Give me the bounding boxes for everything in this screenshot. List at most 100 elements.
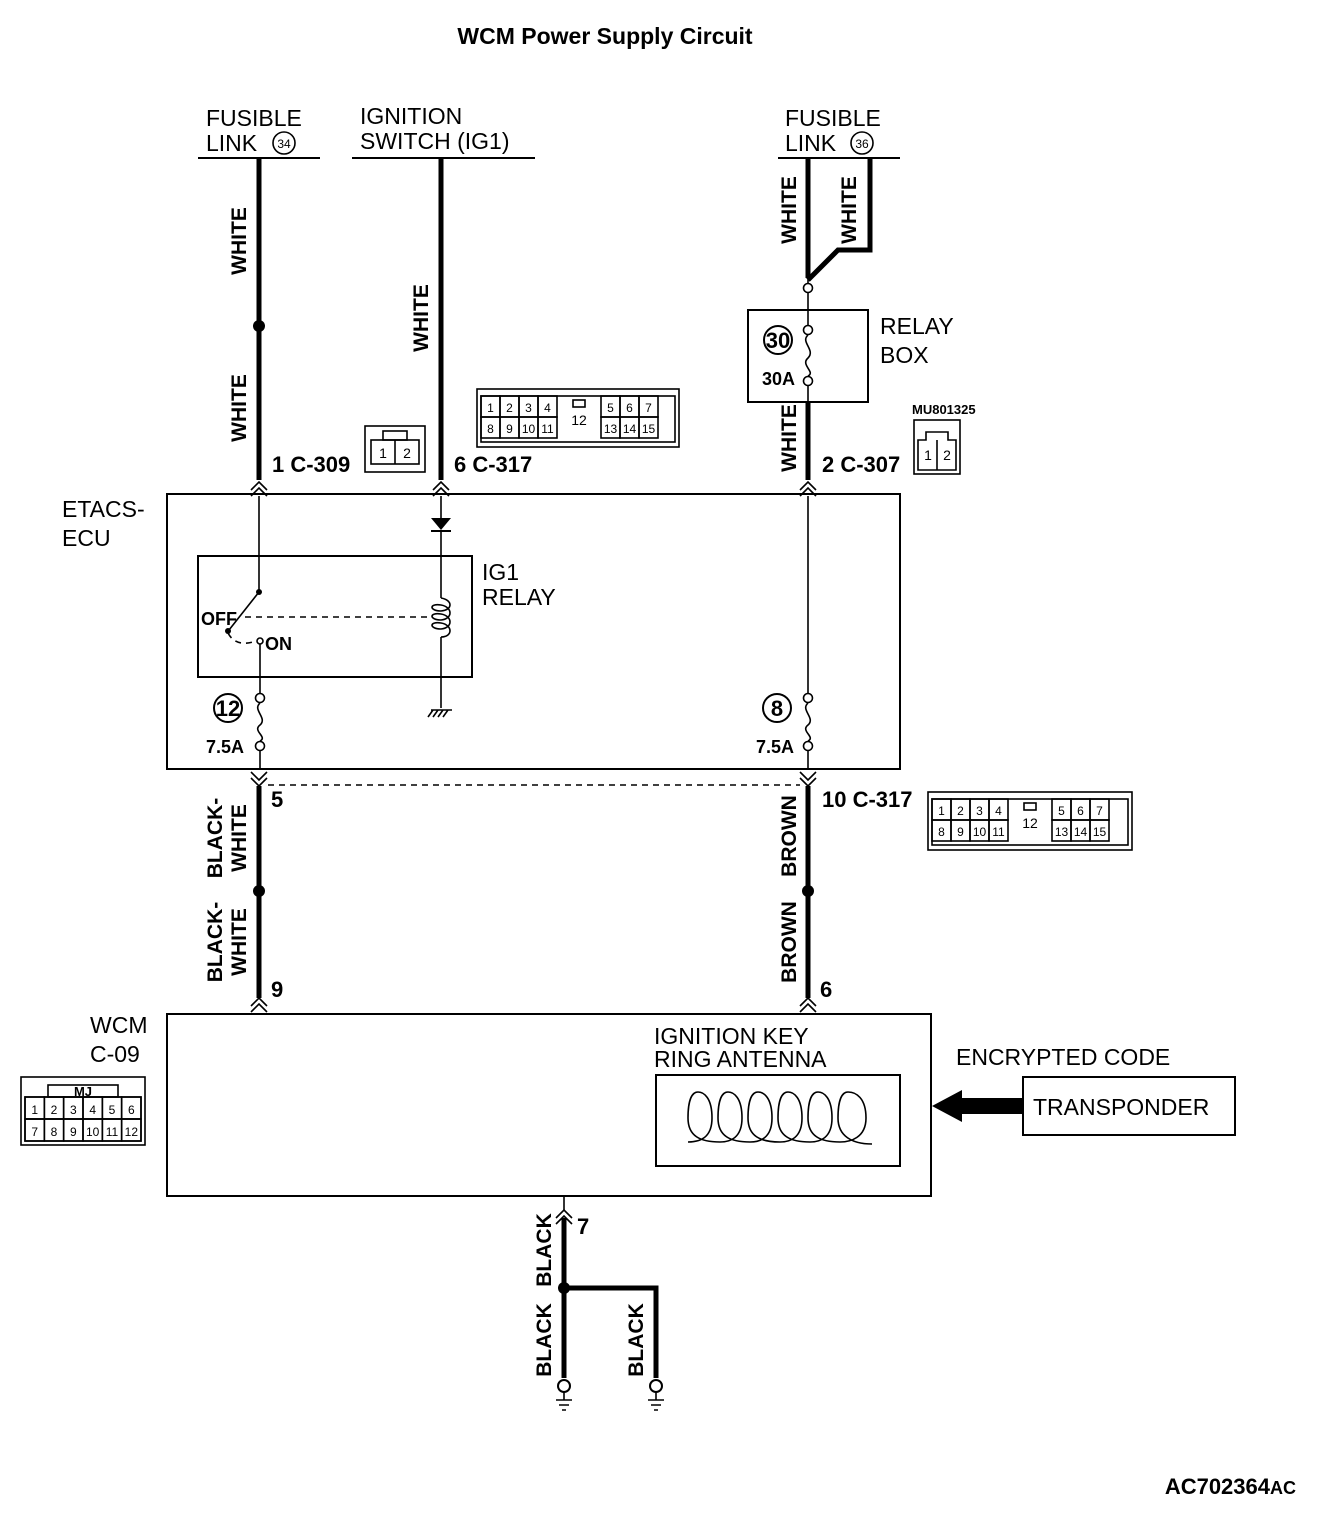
fusible-link-34-source: FUSIBLE LINK 34 xyxy=(198,105,320,159)
fusible-link-34-number: 34 xyxy=(277,137,291,151)
c317-pin-5: 5 xyxy=(607,401,614,415)
connector-icon-c307: 1 2 xyxy=(913,419,961,475)
wire-white-right-upper xyxy=(805,158,873,282)
wire-label-black-white-lower-2: WHITE xyxy=(228,908,251,976)
diagram-title: WCM Power Supply Circuit xyxy=(457,23,753,49)
connector-label-c307: 2 C-307 xyxy=(822,452,900,477)
etacs-ecu-label-line2: ECU xyxy=(62,525,111,551)
c307-pin-2: 2 xyxy=(943,447,951,463)
wcm-c09-pin-3: 3 xyxy=(70,1103,77,1117)
c317-latch xyxy=(572,399,586,408)
wcm-outline xyxy=(166,1013,932,1197)
fusible-link-34-number-circle xyxy=(272,131,296,155)
connector-label-pin7: 7 xyxy=(577,1214,589,1239)
wcm-c09-pin-4: 4 xyxy=(89,1103,96,1117)
part-code: MU801325 xyxy=(912,402,976,417)
antenna-label-line2: RING ANTENNA xyxy=(654,1046,827,1072)
figure-code: AC702364AC xyxy=(1165,1474,1296,1499)
wire-ignition-switch: WHITE xyxy=(410,158,444,480)
ig1-relay-coil xyxy=(431,597,451,638)
wire-fusible-link-34: WHITE WHITE xyxy=(228,158,265,480)
figure-code-suffix: AC xyxy=(1270,1478,1296,1498)
c307-pin-1: 1 xyxy=(924,447,932,463)
c317-latch xyxy=(1023,802,1037,811)
ig1-relay-switch-arm xyxy=(228,591,260,631)
relay-box-fuse-terminal-1 xyxy=(802,324,814,336)
wire-brown: BROWN BROWN xyxy=(778,786,814,998)
etacs-terminal-c307 xyxy=(799,480,817,497)
transponder-box xyxy=(1022,1076,1236,1136)
c317-pin-6: 6 xyxy=(626,401,633,415)
c317-pin-11: 11 xyxy=(992,825,1005,839)
wcm-c09-pin-6: 6 xyxy=(128,1103,135,1117)
wire-label-white-middle: WHITE xyxy=(410,284,433,352)
wcm-c09-pin-1: 1 xyxy=(31,1103,38,1117)
relay-box-fuse-number-circle xyxy=(763,325,793,355)
fuse-8-terminal-1 xyxy=(802,692,814,704)
wire-label-white-left-upper: WHITE xyxy=(228,207,251,275)
wcm-label-line1: WCM xyxy=(90,1012,147,1038)
fuse-8-rating: 7.5A xyxy=(756,737,794,757)
wcm-c09-outer xyxy=(20,1076,146,1146)
connector-label-c317-pin10: 10 C-317 xyxy=(822,787,913,812)
ig1-relay-outline xyxy=(197,555,473,678)
antenna-box xyxy=(655,1074,901,1167)
connector-label-pin5: 5 xyxy=(271,787,283,812)
wire-label-black-white-lower-1: BLACK- xyxy=(204,902,227,982)
ig1-relay-contact-off xyxy=(225,628,231,634)
connector-label-pin6: 6 xyxy=(820,977,832,1002)
wcm-c09-pin-2: 2 xyxy=(51,1103,58,1117)
c317-pin-1: 1 xyxy=(938,804,945,818)
c317-pin-13: 13 xyxy=(1055,825,1069,839)
c317-lower-outer xyxy=(927,791,1133,851)
relay-box-label-line2: BOX xyxy=(880,342,929,368)
c317-pin-11-cell xyxy=(537,416,558,439)
encrypted-code-label: ENCRYPTED CODE xyxy=(956,1044,1170,1070)
wcm-label-line2: C-09 xyxy=(90,1041,140,1067)
etacs-terminal-pin5 xyxy=(250,771,268,788)
fuse-8-terminal-2 xyxy=(802,740,814,752)
etacs-terminal-c317-10 xyxy=(799,771,817,788)
relay-box-fuse-element xyxy=(804,334,812,377)
c317-pin-8: 8 xyxy=(938,825,945,839)
c317-pin-15-cell xyxy=(638,416,659,439)
c317-pin-11: 11 xyxy=(541,422,554,436)
ig1-relay-on-label: ON xyxy=(265,634,292,654)
c317-pin-10: 10 xyxy=(973,825,987,839)
c307-outer xyxy=(913,419,961,475)
c317-pin-12: 12 xyxy=(571,412,587,428)
fuse-8-element xyxy=(804,702,812,742)
c317-pin-11-cell xyxy=(988,819,1009,842)
relay-box-fuse-rating: 30A xyxy=(762,369,795,389)
fuse-12-number: 12 xyxy=(216,696,240,721)
wire-label-white-right-2: WHITE xyxy=(838,176,861,244)
fuse-8-number: 8 xyxy=(771,696,783,721)
ig1-relay-contact-on xyxy=(256,637,264,645)
connector-label-pin9: 9 xyxy=(271,977,283,1002)
c307-body xyxy=(917,431,957,471)
fusible-link-36-label-line2: LINK xyxy=(785,130,837,156)
c317-pin-15-cell xyxy=(1089,819,1110,842)
splice-brown xyxy=(802,885,814,897)
c317-pin-4: 4 xyxy=(995,804,1002,818)
fuse-12-element xyxy=(256,702,264,742)
c317-pin-7: 7 xyxy=(645,401,652,415)
wcm-terminal-pin9 xyxy=(250,996,268,1013)
c317-pin-6: 6 xyxy=(1077,804,1084,818)
wcm-c09-pin-9: 9 xyxy=(70,1125,77,1139)
splice-black xyxy=(558,1282,570,1294)
c317-pin-4: 4 xyxy=(544,401,551,415)
c309-outer xyxy=(364,425,426,473)
fusible-link-34-label-line1: FUSIBLE xyxy=(206,105,302,131)
ignition-switch-label-line1: IGNITION xyxy=(360,103,462,129)
wire-label-brown-upper: BROWN xyxy=(778,795,801,877)
wire-black-white: BLACK- WHITE BLACK- WHITE xyxy=(204,786,265,998)
fusible-link-36-source: FUSIBLE LINK 36 xyxy=(778,105,900,159)
wire-black-branch xyxy=(564,1285,659,1378)
ig1-relay-label-line1: IG1 xyxy=(482,559,519,585)
etacs-terminal-c309 xyxy=(250,480,268,497)
c317-pin-8: 8 xyxy=(487,422,494,436)
